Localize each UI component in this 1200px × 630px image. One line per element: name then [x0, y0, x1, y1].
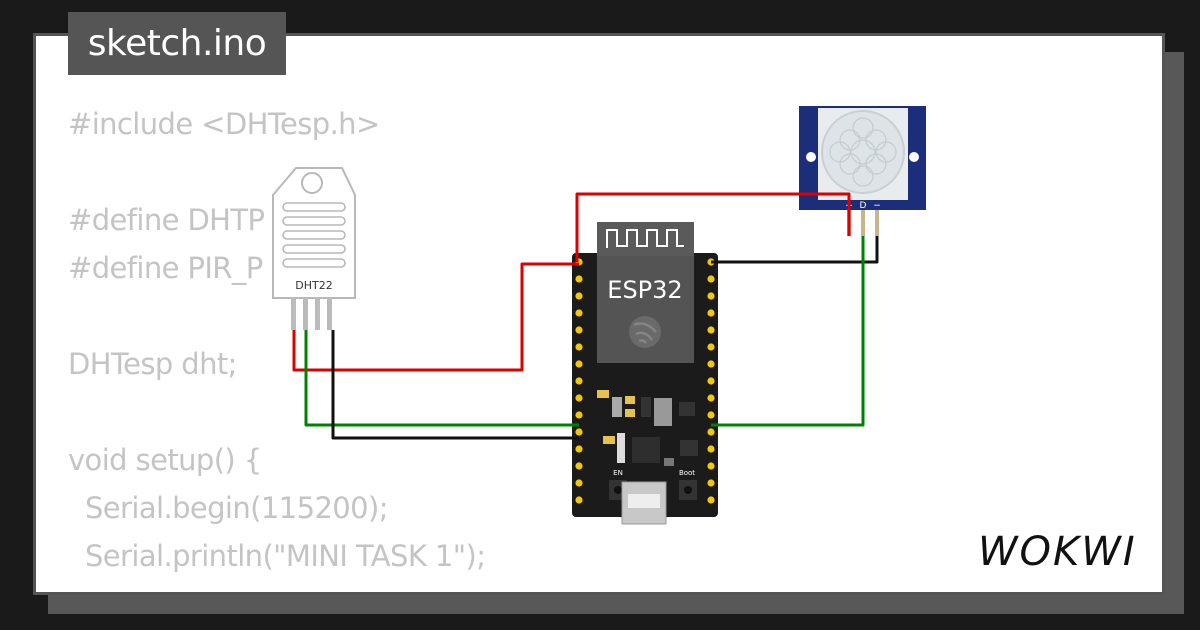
code-line: Serial.begin(115200);: [85, 491, 388, 525]
wire-pir-signal[interactable]: [711, 236, 865, 427]
code-line: Serial.println("MINI TASK 1");: [85, 539, 486, 573]
wire-dht-power[interactable]: [292, 262, 579, 372]
boot-button-label: Boot: [679, 469, 695, 477]
esp32-label: ESP32: [607, 276, 682, 304]
right-pin-header: [707, 258, 715, 504]
en-button-label: EN: [613, 469, 623, 477]
wokwi-logo-text: WOKWI: [978, 529, 1137, 575]
esp32-board[interactable]: ESP32 EN Boot: [572, 222, 718, 525]
pir-pin-minus-label: −: [873, 201, 881, 211]
pir-motion-sensor[interactable]: + D −: [799, 106, 926, 236]
code-line: #include <DHTesp.h>: [68, 107, 380, 141]
wires: [292, 192, 879, 440]
wire-dht-signal[interactable]: [304, 330, 579, 427]
dht22-label: DHT22: [295, 279, 332, 292]
code-preview: #include <DHTesp.h> #define DHTP #define…: [68, 100, 588, 580]
pir-pin-d-label: D: [860, 201, 867, 211]
wire-pir-power[interactable]: [575, 192, 851, 262]
sketch-filename: sketch.ino: [87, 23, 267, 64]
wokwi-logo: WOKWI: [978, 528, 1150, 576]
wire-dht-ground[interactable]: [331, 330, 579, 440]
sketch-title-tab[interactable]: sketch.ino: [68, 12, 286, 75]
dht22-sensor[interactable]: DHT22: [272, 167, 356, 330]
code-line: #define DHTP: [68, 203, 265, 237]
wire-pir-ground[interactable]: [711, 236, 879, 264]
code-line: DHTesp dht;: [68, 347, 237, 381]
code-line: #define PIR_P: [68, 251, 263, 285]
left-pin-header: [575, 258, 583, 504]
code-line: void setup() {: [68, 443, 262, 477]
